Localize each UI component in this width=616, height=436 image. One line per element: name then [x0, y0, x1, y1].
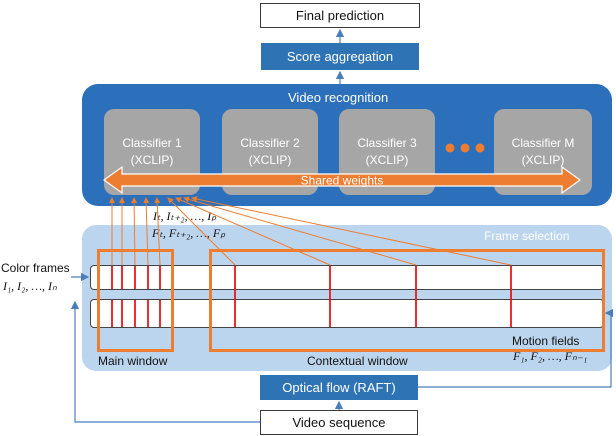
classifier-model: (XCLIP)	[248, 153, 292, 167]
video-sequence-label: Video sequence	[292, 415, 386, 430]
classifier-model: (XCLIP)	[365, 153, 409, 167]
main-window-color-markers	[111, 266, 161, 289]
selection-arrow	[191, 196, 512, 266]
optical-flow-label: Optical flow (RAFT)	[282, 380, 396, 395]
selection-arrow	[183, 196, 417, 266]
motion-fields-label: Motion fields	[512, 334, 580, 348]
selection-arrow	[131, 197, 138, 266]
optical-flow-box: Optical flow (RAFT)	[260, 375, 418, 400]
ellipsis-dot	[475, 143, 485, 153]
ellipsis-dot	[445, 143, 455, 153]
classifier-name: Classifier 2	[240, 136, 300, 150]
video-recognition-title: Video recognition	[288, 90, 389, 105]
selected-color-frames: Iₜ, Iₜ₊₂, …, Iₚ	[153, 209, 217, 223]
contextual-window-label: Contextual window	[307, 354, 408, 368]
color-frames-sequence: I₁, I₂, …, Iₙ	[3, 279, 57, 293]
classifier-model: (XCLIP)	[130, 153, 174, 167]
selection-arrow	[175, 197, 331, 266]
main-window-label: Main window	[98, 354, 168, 368]
video-sequence-box: Video sequence	[260, 410, 418, 435]
score-aggregation-label: Score aggregation	[286, 49, 394, 64]
selection-arrow	[154, 197, 161, 266]
selection-arrow	[143, 197, 150, 266]
optical-flow-to-motion-fields-arrow	[418, 308, 614, 388]
main-window-motion-markers	[111, 300, 161, 327]
shared-weights-arrow	[102, 165, 582, 195]
score-aggregation-box: Score aggregation	[261, 43, 419, 70]
classifier-name: Classifier M	[511, 136, 575, 150]
classifier-name: Classifier 3	[357, 136, 417, 150]
ellipsis-dot	[460, 143, 470, 153]
color-frames-label: Color frames	[1, 261, 70, 275]
color-frames-strip	[90, 265, 604, 290]
classifier-model: (XCLIP)	[521, 153, 565, 167]
contextual-window-markers	[234, 266, 512, 327]
final-prediction-box: Final prediction	[260, 3, 420, 28]
frame-selection-title: Frame selection	[484, 229, 570, 243]
contextual-window-outline	[209, 249, 605, 352]
motion-fields-strip	[90, 299, 604, 328]
final-prediction-label: Final prediction	[295, 8, 385, 23]
video-to-color-frames-arrow	[70, 300, 260, 423]
main-window-outline	[97, 249, 174, 352]
selection-arrow	[167, 197, 236, 266]
classifier-name: Classifier 1	[122, 136, 182, 150]
shared-weights-label: Shared weights	[301, 174, 384, 188]
motion-fields-sequence: F₁, F₂, …, Fₙ₋₁	[513, 349, 588, 363]
